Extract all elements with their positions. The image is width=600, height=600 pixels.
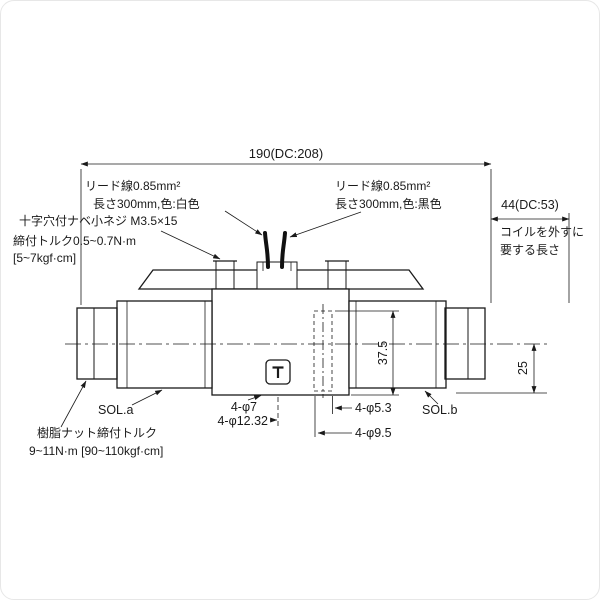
note-lead-black-line2: 長さ300mm,色:黒色 <box>335 197 442 211</box>
dim-phi95-label: 4-φ9.5 <box>355 426 392 440</box>
solenoid-a-body <box>116 300 213 389</box>
lead-wire-black <box>280 231 287 269</box>
dim-phi53-label: 4-φ5.3 <box>355 401 392 415</box>
note-resin-line2: 9~11N·m [90~110kgf·cm] <box>29 444 163 458</box>
leader-lead-black <box>289 211 362 238</box>
ribbed-end-cap-right <box>444 307 486 380</box>
note-coil-removal-line2: 要する長さ <box>500 243 560 257</box>
leader-screw <box>160 230 221 260</box>
note-coil-removal-line1: コイルを外すに <box>500 225 584 239</box>
valve-outline <box>65 231 549 398</box>
label-sol-a: SOL.a <box>98 403 133 417</box>
dim-overall-width-label: 190(DC:208) <box>249 146 323 161</box>
dim-25-label: 25 <box>516 361 530 375</box>
dim-375-label: 37.5 <box>376 341 390 365</box>
leader-lead-white <box>224 210 263 236</box>
ribbed-end-cap-left <box>76 307 118 380</box>
wire-connector-block <box>256 261 298 290</box>
note-screw-torque-line2: [5~7kgf·cm] <box>13 251 76 265</box>
dimension-lines: 190(DC:208) 44(DC:53) コイルを外すに 要する長さ 37.5… <box>80 146 584 440</box>
lead-wire-white <box>263 231 270 269</box>
dim-phi1232-label: 4-φ12.32 <box>217 414 268 428</box>
leader-sol-b <box>424 390 439 405</box>
note-screw-torque-line1: 締付トルク0.5~0.7N·m <box>13 233 136 248</box>
note-resin-line1: 樹脂ナット締付トルク <box>37 425 157 440</box>
leader-sol-a <box>131 389 163 406</box>
leader-resin-nut <box>60 380 87 428</box>
note-lead-white-line2: 長さ300mm,色:白色 <box>93 196 200 211</box>
note-lead-white-line1: リード線0.85mm² <box>85 178 180 193</box>
annotations: リード線0.85mm² 長さ300mm,色:白色 リード線0.85mm² 長さ3… <box>13 178 457 458</box>
solenoid-b-body <box>348 300 447 389</box>
leader-phi7 <box>247 395 262 401</box>
dim-coil-removal-label: 44(DC:53) <box>501 198 559 212</box>
dim-phi7-label: 4-φ7 <box>231 400 257 414</box>
note-screw: 十字穴付ナベ小ネジ M3.5×15 <box>19 213 178 228</box>
label-sol-b: SOL.b <box>422 403 457 417</box>
note-lead-black-line1: リード線0.85mm² <box>335 178 430 193</box>
